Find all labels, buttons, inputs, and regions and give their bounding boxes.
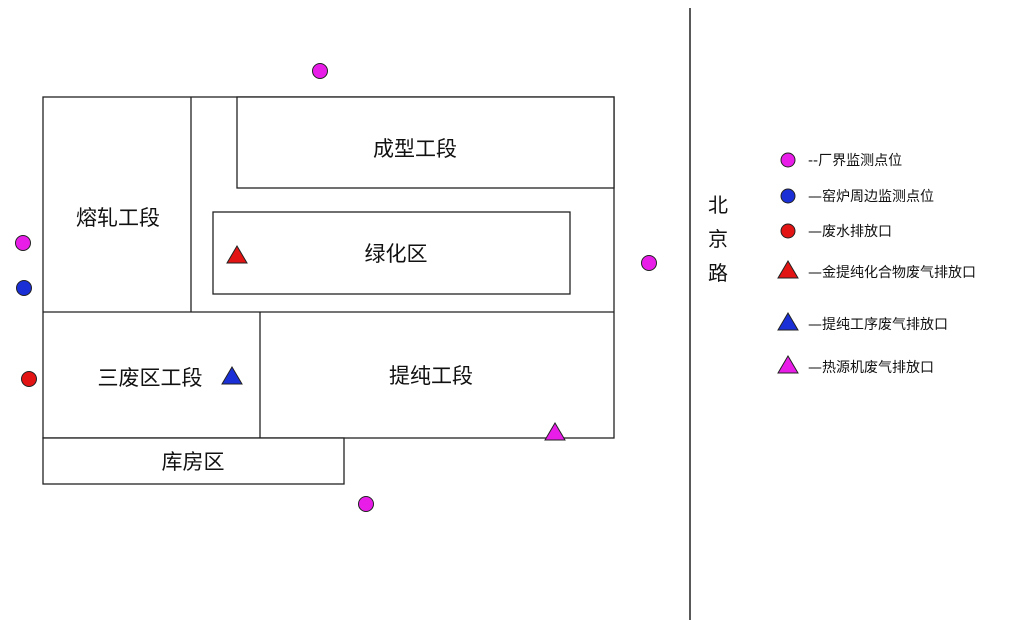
- gold-exhaust-outlet: [226, 245, 248, 264]
- road-char-3: 路: [708, 261, 728, 285]
- legend-label-wastewater: —废水排放口: [808, 224, 892, 240]
- road-beijing: 北 京 路: [689, 8, 728, 620]
- kiln-point-left: [16, 280, 32, 296]
- zone-rolling-label: 熔轧工段: [76, 206, 160, 230]
- monitoring-markers: [15, 63, 657, 512]
- purify-exhaust-outlet: [221, 366, 243, 385]
- zone-warehouse-label: 库房区: [162, 450, 225, 474]
- zone-molding: [236, 96, 615, 189]
- legend: --厂界监测点位 —窑炉周边监测点位 —废水排放口 —金提纯化合物废气排放口 —…: [777, 152, 976, 376]
- legend-boundary-point-icon: [780, 152, 796, 168]
- wastewater-outlet: [21, 371, 37, 387]
- boundary-point-right: [641, 255, 657, 271]
- legend-label-gold-exhaust: —金提纯化合物废气排放口: [808, 265, 976, 281]
- legend-heat-exhaust-icon: [777, 355, 799, 374]
- plant-layout: 成型工段 熔轧工段 绿化区 三废区工段 提纯工段 库房区: [42, 96, 615, 485]
- zone-green-label: 绿化区: [365, 242, 428, 266]
- zone-purify-label: 提纯工段: [389, 364, 473, 388]
- legend-kiln-point-icon: [780, 188, 796, 204]
- zone-waste-label: 三废区工段: [98, 366, 203, 390]
- boundary-point-top: [312, 63, 328, 79]
- legend-wastewater-icon: [780, 223, 796, 239]
- boundary-point-left: [15, 235, 31, 251]
- boundary-point-bottom: [358, 496, 374, 512]
- zone-green: [212, 211, 571, 295]
- road-char-1: 北: [708, 193, 728, 217]
- legend-label-boundary-point: --厂界监测点位: [808, 153, 902, 169]
- zone-molding-label: 成型工段: [373, 137, 457, 161]
- legend-gold-exhaust-icon: [777, 260, 799, 279]
- heat-exhaust-outlet: [544, 422, 566, 441]
- road-char-2: 京: [708, 227, 728, 251]
- zone-warehouse: [42, 437, 345, 485]
- legend-label-heat-exhaust: —热源机废气排放口: [808, 360, 934, 376]
- legend-purify-exhaust-icon: [777, 312, 799, 331]
- legend-label-purify-exhaust: —提纯工序废气排放口: [808, 317, 948, 333]
- legend-label-kiln-point: —窑炉周边监测点位: [808, 188, 934, 205]
